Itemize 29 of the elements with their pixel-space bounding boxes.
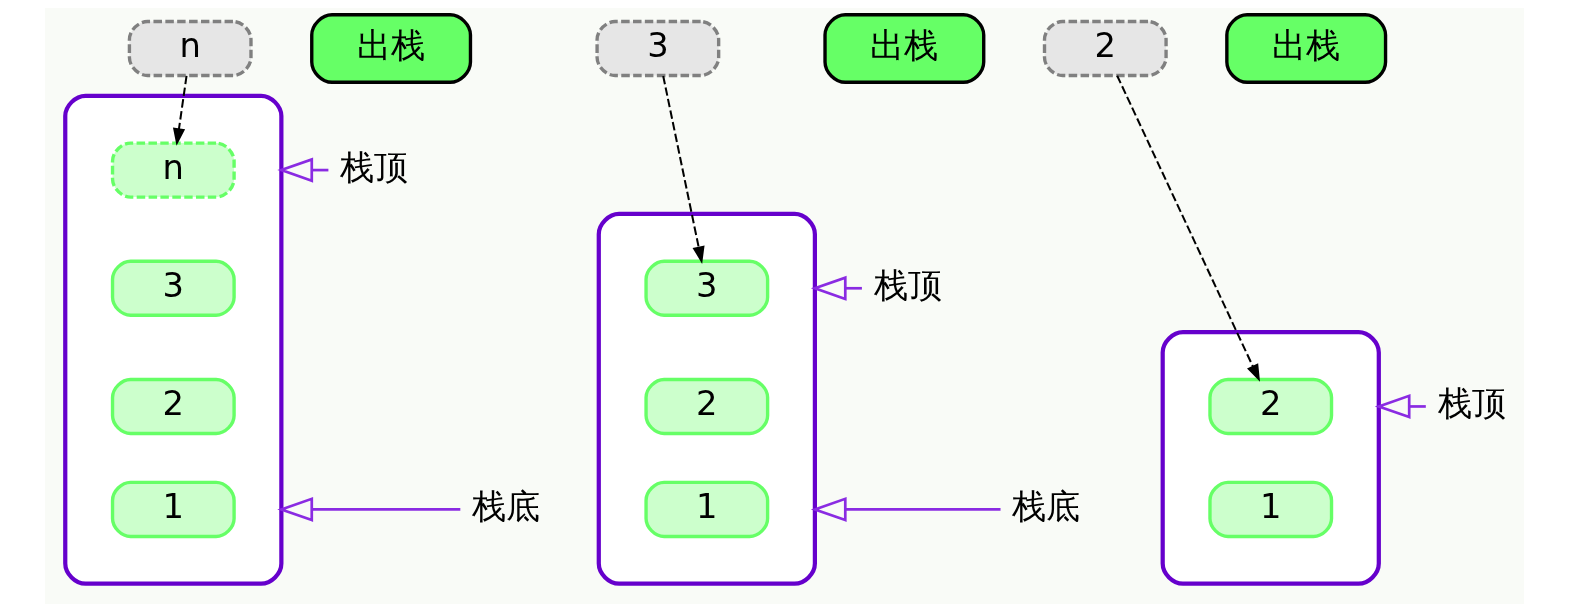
arrow — [277, 496, 461, 522]
node-box: 3 — [110, 259, 236, 317]
arrow — [1374, 393, 1426, 419]
node-text: 栈底 — [471, 486, 540, 526]
node-box: 2 — [110, 377, 236, 436]
arrow — [1116, 75, 1261, 382]
node-box: 出栈 — [823, 13, 986, 84]
node-box: 1 — [644, 480, 770, 539]
node-text: 栈底 — [1012, 486, 1081, 526]
cluster — [596, 211, 817, 586]
cluster — [63, 93, 284, 586]
node-box: 出栈 — [1225, 13, 1388, 84]
arrow — [662, 75, 705, 264]
node-box: 2 — [1042, 19, 1168, 78]
node-box: 2 — [644, 377, 770, 436]
node-box: n — [127, 19, 253, 78]
node-text: 栈顶 — [340, 147, 409, 187]
arrow — [810, 275, 862, 301]
node-box: 出栈 — [310, 13, 473, 84]
node-box: 1 — [110, 480, 236, 539]
node-box: 1 — [1208, 480, 1334, 539]
node-box: 2 — [1208, 377, 1334, 436]
node-text: 栈顶 — [873, 265, 942, 305]
node-box: 3 — [595, 19, 721, 78]
node-text: 栈顶 — [1437, 383, 1506, 423]
node-box: 3 — [644, 259, 770, 317]
node-box: n — [110, 141, 236, 199]
cluster — [1160, 330, 1381, 586]
arrow — [810, 496, 1001, 522]
